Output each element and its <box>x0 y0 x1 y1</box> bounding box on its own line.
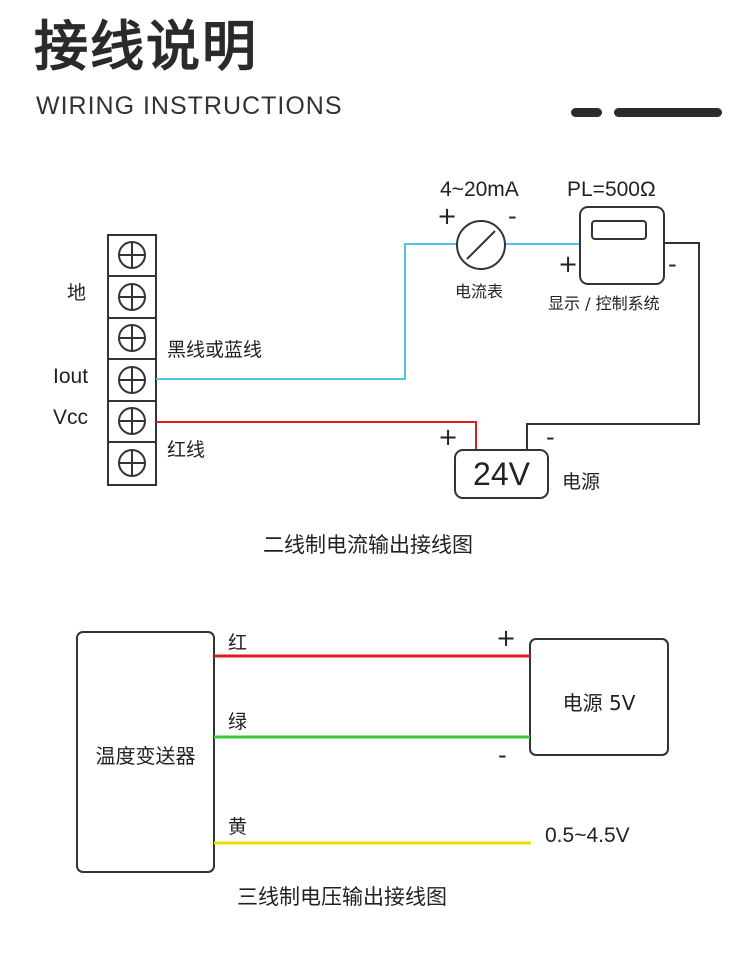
page-subtitle: WIRING INSTRUCTIONS <box>36 92 343 120</box>
terminal-screw-icon <box>118 407 146 435</box>
supply-24v-box <box>454 449 549 499</box>
display-device-icon <box>579 206 665 285</box>
supply-5v-box <box>529 638 669 756</box>
black-wire <box>526 242 700 450</box>
caption-three-wire: 三线制电压输出接线图 <box>237 885 447 909</box>
decor-bar-short <box>571 108 602 117</box>
terminal-label-vcc: Vcc <box>53 406 89 429</box>
wire-label-red: 红线 <box>167 439 206 461</box>
red-wire <box>156 421 477 450</box>
terminal-block <box>107 234 157 486</box>
supply5-minus: - <box>498 741 507 769</box>
meter-label: 电流表 <box>455 282 504 301</box>
terminal-screw-icon <box>118 283 146 311</box>
display-plus: + <box>558 250 579 278</box>
wire-label-yellow-3: 黄 <box>228 816 248 838</box>
display-minus: - <box>668 250 677 278</box>
ammeter-icon <box>456 220 506 270</box>
supply5-label: 电源 5V <box>562 691 636 715</box>
supply-minus: - <box>546 423 555 451</box>
supply-voltage: 24V <box>473 456 530 492</box>
transmitter-label: 温度变送器 <box>95 744 196 768</box>
terminal-label-ground: 地 <box>67 282 87 304</box>
terminal-screw-icon <box>118 241 146 269</box>
terminal-screw-icon <box>118 366 146 394</box>
decor-bar-long <box>614 108 722 117</box>
output-range: 0.5~4.5V <box>545 824 630 847</box>
supply5-plus: + <box>496 624 517 652</box>
terminal-screw-icon <box>118 449 146 477</box>
meter-minus: - <box>508 202 517 230</box>
page-title: 接线说明 <box>34 15 258 78</box>
display-label: 显示 / 控制系统 <box>548 294 660 313</box>
meter-plus: + <box>437 202 458 230</box>
wire-label-black-blue: 黑线或蓝线 <box>167 339 263 361</box>
supply-plus: + <box>438 423 459 451</box>
blue-wire <box>156 243 458 380</box>
display-load: PL=500Ω <box>567 178 656 201</box>
transmitter-box <box>76 631 215 873</box>
terminal-label-iout: Iout <box>53 365 89 388</box>
meter-range: 4~20mA <box>440 178 519 201</box>
caption-two-wire: 二线制电流输出接线图 <box>263 533 473 557</box>
wire-label-green-3: 绿 <box>228 711 248 733</box>
wire-label-red-3: 红 <box>228 632 248 654</box>
supply-label: 电源 <box>562 471 601 493</box>
terminal-screw-icon <box>118 324 146 352</box>
